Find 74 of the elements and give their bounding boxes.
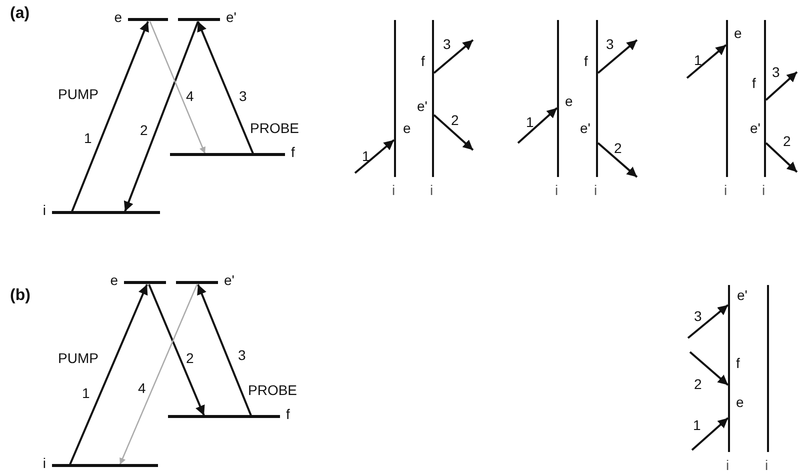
arrow	[517, 107, 558, 144]
state-label: e'	[417, 98, 428, 114]
edge-label: 1	[526, 114, 534, 130]
level-label: i	[42, 455, 46, 471]
state-label: i	[555, 182, 558, 198]
beam-label: PUMP	[58, 86, 98, 102]
state-label: e'	[580, 120, 590, 136]
state-label: i	[392, 182, 396, 198]
arrow	[119, 284, 198, 465]
edge-label: 1	[82, 385, 90, 401]
level-label: e'	[226, 9, 236, 25]
state-label: i	[430, 182, 434, 198]
state-label: e'	[737, 287, 748, 303]
edge-label: 1	[693, 417, 701, 433]
panel-label: (a)	[10, 6, 30, 22]
state-label: f	[736, 355, 740, 371]
edge-label: 2	[614, 140, 622, 156]
level-label: e	[114, 9, 122, 25]
arrow	[765, 142, 798, 173]
edge-label: 2	[694, 376, 702, 392]
arrow	[197, 21, 254, 154]
state-label: e	[403, 120, 411, 136]
edge-label: 3	[239, 88, 247, 104]
level-label: f	[286, 406, 290, 422]
state-label: i	[726, 457, 730, 473]
level-label: e'	[224, 272, 234, 288]
edge-label: 3	[772, 64, 780, 80]
edge-label: 3	[694, 308, 702, 324]
arrow	[691, 417, 729, 451]
arrow	[687, 304, 729, 339]
arrow	[69, 284, 148, 465]
edge-label: 3	[443, 36, 451, 52]
state-label: e	[734, 25, 742, 41]
state-label: f	[584, 53, 588, 69]
edge-label: 2	[783, 133, 791, 149]
state-label: e'	[750, 120, 760, 136]
edge-label: 2	[186, 350, 194, 366]
state-label: e	[736, 394, 744, 410]
panel-label: (b)	[10, 288, 30, 304]
state-label: i	[762, 182, 766, 198]
arrow	[433, 39, 474, 74]
arrow	[433, 114, 474, 151]
edge-label: 2	[451, 112, 459, 128]
edge-label: 4	[138, 380, 146, 396]
arrow	[597, 142, 638, 178]
state-label: i	[724, 182, 728, 198]
arrow	[148, 284, 205, 416]
edge-label: 1	[362, 148, 370, 164]
beam-label: PROBE	[250, 120, 300, 136]
state-label: i	[765, 457, 768, 473]
arrow	[686, 44, 727, 79]
edge-label: 3	[238, 347, 246, 363]
level-label: e	[110, 272, 118, 288]
state-label: e	[565, 93, 573, 109]
arrow	[124, 21, 199, 212]
arrow	[354, 139, 395, 174]
state-label: i	[594, 182, 598, 198]
edge-label: 1	[84, 130, 92, 146]
state-label: f	[752, 75, 756, 91]
beam-label: PROBE	[248, 382, 298, 398]
level-label: i	[42, 202, 46, 218]
arrow	[597, 39, 638, 74]
level-label: f	[291, 144, 295, 160]
edge-label: 4	[186, 88, 194, 104]
beam-label: PUMP	[58, 350, 98, 366]
edge-label: 2	[140, 122, 148, 138]
edge-label: 1	[694, 52, 702, 68]
edge-label: 3	[606, 36, 614, 52]
arrow	[71, 21, 149, 212]
state-label: f	[421, 53, 425, 69]
arrow	[197, 284, 252, 416]
arrow	[689, 351, 729, 386]
arrow	[149, 21, 206, 154]
arrow	[765, 71, 798, 101]
